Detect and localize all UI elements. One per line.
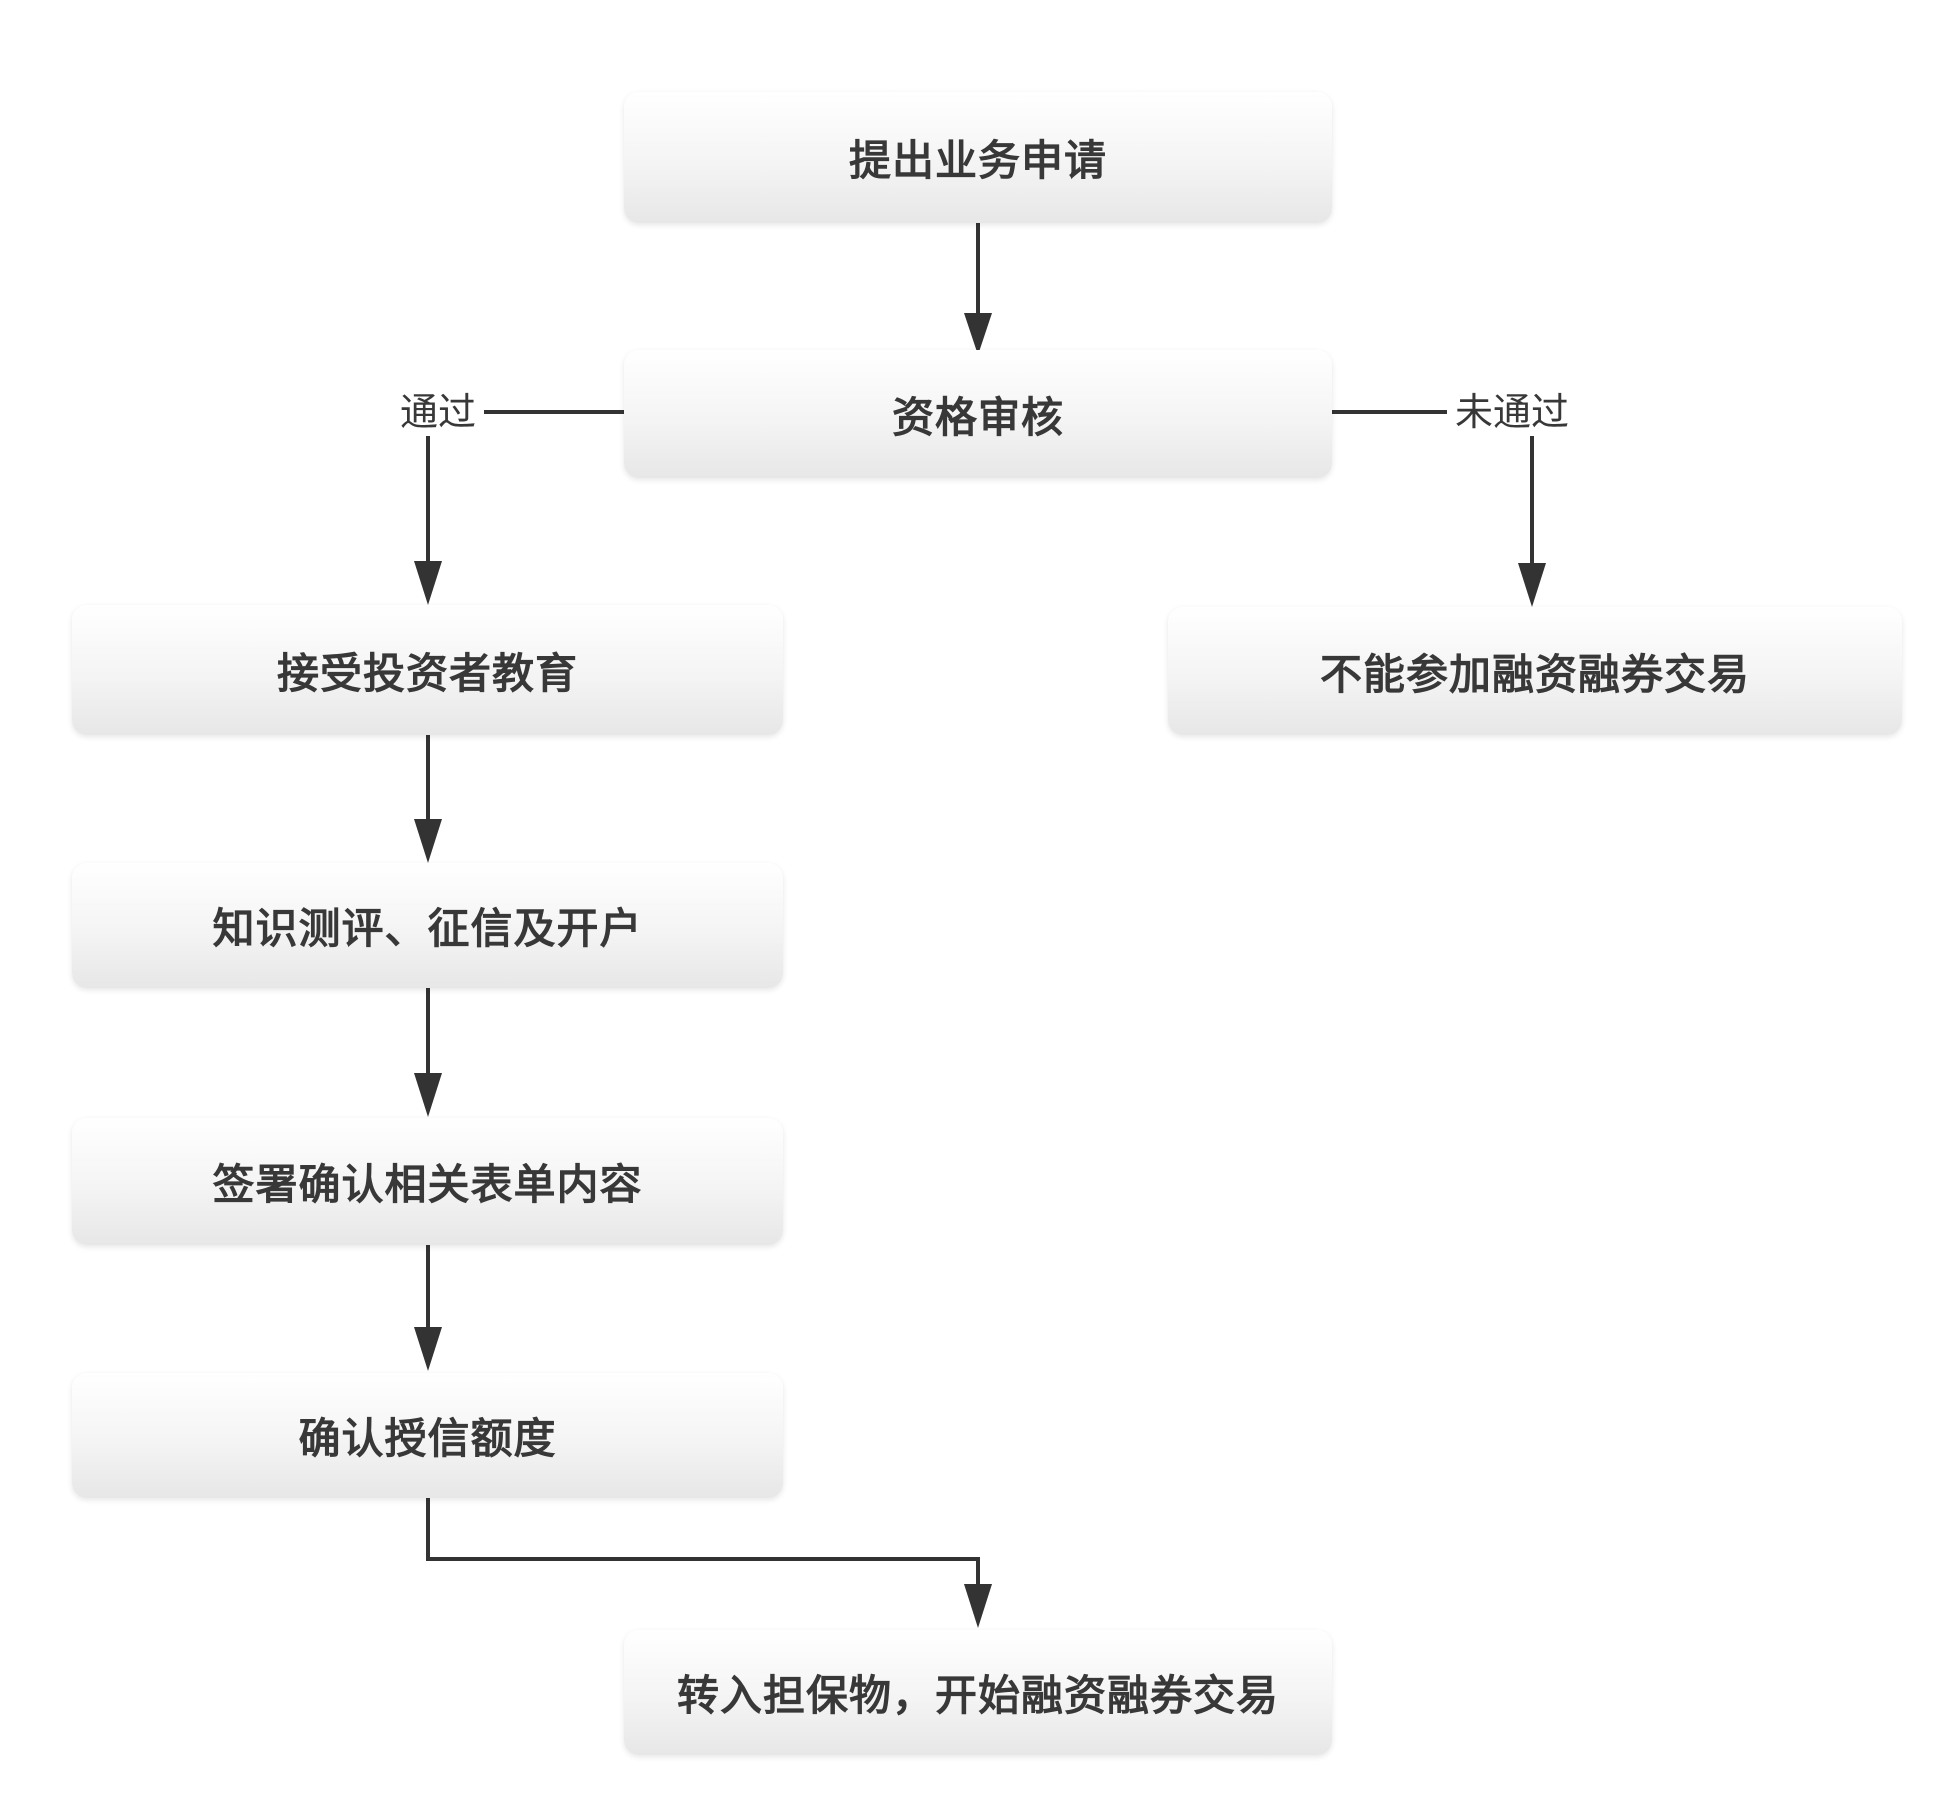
edge-apply-review	[964, 223, 992, 355]
node-label: 知识测评、征信及开户	[212, 905, 643, 952]
edge-education-assessment	[414, 735, 442, 863]
edge-review-education	[414, 410, 624, 605]
node-transfer-collateral-start-trading: 转入担保物，开始融资融券交易	[624, 1630, 1332, 1755]
node-label: 资格审核	[891, 393, 1064, 441]
edge-label-fail: 未通过	[1446, 390, 1578, 436]
node-label: 签署确认相关表单内容	[212, 1161, 643, 1208]
node-label: 不能参加融资融券交易	[1319, 650, 1750, 698]
edge-label-pass: 通过	[391, 390, 485, 436]
edge-sign-credit	[414, 1245, 442, 1371]
edge-review-rejected	[1332, 410, 1546, 607]
node-investor-education: 接受投资者教育	[72, 605, 783, 735]
node-label: 确认授信额度	[298, 1415, 557, 1462]
node-cannot-trade: 不能参加融资融券交易	[1168, 607, 1902, 735]
node-knowledge-test-credit-account: 知识测评、征信及开户	[72, 863, 783, 988]
node-label: 转入担保物，开始融资融券交易	[676, 1672, 1279, 1719]
node-submit-application: 提出业务申请	[624, 92, 1332, 223]
edge-credit-trade	[426, 1498, 992, 1628]
node-confirm-credit-limit: 确认授信额度	[72, 1373, 783, 1498]
node-qualification-review: 资格审核	[624, 350, 1332, 478]
node-sign-confirm-forms: 签署确认相关表单内容	[72, 1118, 783, 1245]
node-label: 接受投资者教育	[276, 649, 578, 697]
edge-assessment-sign	[414, 988, 442, 1117]
node-label: 提出业务申请	[848, 137, 1107, 184]
